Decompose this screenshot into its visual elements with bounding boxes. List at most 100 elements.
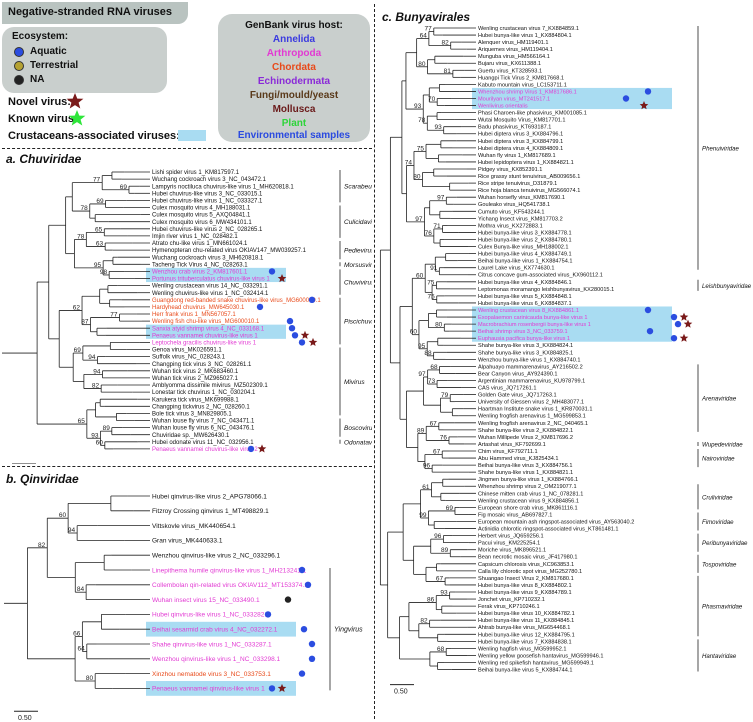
taxon-label: Moriche virus_MK896521.1 — [478, 548, 546, 554]
crustacean-swatch — [178, 130, 206, 141]
taxon-label: Culex mosquito virus 5_AXQ04841.1 — [152, 213, 251, 219]
taxon-label: Hubei chuvirus-like virus 3_NC_033015.1 — [152, 191, 263, 197]
taxon-label: Wenling yellow goosefish hantavirus_MG59… — [478, 653, 604, 659]
novel-star-icon — [308, 337, 318, 346]
clade-label: Mivirus — [344, 379, 365, 386]
taxon-label: Munguba virus_HM566164.1 — [478, 54, 550, 60]
bootstrap-value: 63 — [96, 241, 104, 248]
taxon-label: Wenling crustacean virus 9_KX884856.1 — [478, 498, 579, 504]
taxon-label: Hubei bunya-like virus 12_KX884795.1 — [478, 632, 575, 638]
clade-label: Pedievirus — [344, 248, 372, 255]
bootstrap-value: 93 — [434, 124, 442, 131]
taxon-label: Wuhan tick virus 2_MK683460.1 — [152, 369, 239, 375]
bootstrap-value: 89 — [103, 425, 111, 432]
taxon-label: Wuhan insect virus 15_NC_033490.1 — [152, 597, 260, 604]
bootstrap-value: 94 — [88, 354, 96, 361]
host-chordata: Chordata — [272, 62, 316, 73]
taxon-label: Whenzhou shrimp Virus 1_KM817686.1 — [478, 89, 577, 95]
novel-star-icon — [300, 330, 310, 339]
bootstrap-value: 61 — [422, 484, 430, 491]
crustacean-highlight — [472, 306, 672, 342]
novel-star-icon — [683, 319, 693, 328]
aquatic-dot-icon — [291, 332, 299, 339]
clade-label: Chuvivirus — [344, 280, 372, 287]
taxon-label: Wenling frogfish arenavirus 1_MG599853.1 — [478, 414, 586, 420]
bootstrap-value: 82 — [92, 383, 100, 390]
clade-label: Leishbunyaviridae — [702, 283, 752, 290]
taxon-label: Wenling fish chu-like virus_MG600010.1 — [152, 319, 260, 325]
aquatic-dot-icon — [304, 581, 312, 588]
bootstrap-value: 65 — [95, 226, 103, 233]
aquatic-dot-icon — [622, 95, 630, 102]
bootstrap-value: 93 — [440, 590, 448, 597]
taxon-label: European shore crab virus_MK861116.1 — [478, 505, 578, 511]
bootstrap-value: 78 — [77, 233, 85, 240]
bootstrap-value: 60 — [96, 439, 104, 446]
bootstrap-value: 78 — [81, 205, 89, 212]
taxon-label: Abu Hammed virus_KJ825434.1 — [478, 456, 559, 462]
taxon-label: Suffolk virus_NC_028243.1 — [152, 355, 226, 361]
divider-middle — [2, 466, 372, 467]
known-star-icon — [68, 110, 86, 126]
novel-star-icon — [277, 274, 287, 283]
aquatic-dot-icon — [308, 296, 316, 303]
bootstrap-value: 89 — [441, 547, 449, 554]
taxon-label: Tacheng Tick Virus 4_NC_028263.1 — [152, 262, 248, 268]
novel-star-icon — [679, 312, 689, 321]
taxon-label: Rice grassy stunt tenuivirus_AB009656.1 — [478, 174, 580, 180]
taxon-label: Hubei odonate virus 11_NC_032956.1 — [152, 440, 254, 446]
clade-label: Fimoviridae — [702, 519, 734, 526]
taxon-label: Hubei diptera virus 4_KX884809.1 — [478, 146, 563, 152]
taxon-label: Euphausia pacifica bunya-like virus 1 — [478, 336, 570, 342]
clade-label: Arenaviridae — [701, 396, 737, 403]
taxon-label: Wenling red spikefish hantavirus_MG59994… — [478, 660, 594, 666]
taxon-label: Beihai bunya-like virus 5_KX884744.1 — [478, 668, 573, 674]
bootstrap-value: 69 — [446, 505, 454, 512]
bootstrap-value: 91 — [430, 265, 438, 272]
clade-label: Piscichuvirus — [344, 319, 372, 326]
bootstrap-value: 81 — [444, 68, 452, 75]
taxon-label: Hubei bunya-like virus 2_KX884780.1 — [478, 237, 572, 243]
clade-label: Phasmaviridae — [702, 604, 743, 611]
taxon-label: Vittskovle virus_MK440654.1 — [152, 523, 236, 530]
taxon-label: Phasi Charoen-like phasivirus_KM001085.1 — [478, 111, 587, 117]
clade-label: Boscovirus — [344, 425, 372, 432]
taxon-label: Beihai bunya-like virus 3_KX884756.1 — [478, 463, 573, 469]
taxon-label: Genoa virus_MK026591.1 — [152, 348, 222, 354]
taxon-label: Hubei bunya-like virus 8_KX884802.1 — [478, 583, 572, 589]
taxon-label: Culex mosquito virus 6_MW434101.1 — [152, 220, 252, 226]
taxon-label: CAS virus_JQ717261.1 — [478, 386, 536, 392]
bootstrap-value: 82 — [38, 542, 46, 549]
bootstrap-value: 79 — [441, 392, 449, 399]
taxon-label: Xinzhou nematode virus 3_NC_033753.1 — [152, 671, 271, 678]
taxon-label: Wenzhou qinvirus-like virus 1_NC_033298.… — [152, 656, 281, 663]
taxon-label: Alenquer virus_HM119401.1 — [478, 40, 548, 46]
divider-top — [2, 148, 372, 149]
bootstrap-value: 96 — [423, 463, 431, 470]
taxon-label: Kabuto mountain virus_LC153711.1 — [478, 82, 567, 88]
taxon-label: Hubei bunya-like virus 4_KX884846.1 — [478, 280, 572, 286]
ecosystem-label: Ecosystem: — [12, 31, 69, 42]
aquatic-dot-icon — [268, 685, 276, 692]
bootstrap-value: 75 — [427, 279, 435, 286]
figure-title: Negative-stranded RNA viruses — [8, 6, 173, 18]
taxon-label: Wuhan horsefly virus_KM817690.1 — [478, 195, 565, 201]
bootstrap-value: 70 — [428, 96, 436, 103]
taxon-label: Haartman Institute snake virus 1_KR87003… — [478, 407, 592, 413]
taxon-label: Huangpi Tick Virus 2_KM817668.1 — [478, 75, 564, 81]
taxon-label: Chinese mitten crab virus 1_NC_078281.1 — [478, 491, 583, 497]
bootstrap-value: 69 — [120, 184, 128, 191]
crustacean-highlight — [146, 621, 296, 637]
taxon-label: Lampyris noctiluca chuvirus-like virus 1… — [152, 184, 294, 190]
taxon-label: Leptochela gracilis chuvirus-like virus … — [152, 341, 257, 347]
taxon-label: Beihai shrimp virus 3_NC_033759.1 — [478, 329, 568, 335]
clade-label: Scarabeuvirus — [344, 184, 372, 191]
aquatic-dot-icon — [298, 339, 306, 346]
aquatic-dot-icon — [670, 313, 678, 321]
bootstrap-value: 77 — [93, 177, 101, 184]
scale-bar-label: 0.50 — [394, 689, 408, 696]
clade-label: Yingvirus — [334, 627, 363, 634]
taxon-label: Amblyomma dissimile mivirus_MZ502309.1 — [152, 383, 268, 389]
bootstrap-value: 75 — [417, 145, 425, 152]
clade-label: Nairoviridae — [702, 456, 735, 463]
